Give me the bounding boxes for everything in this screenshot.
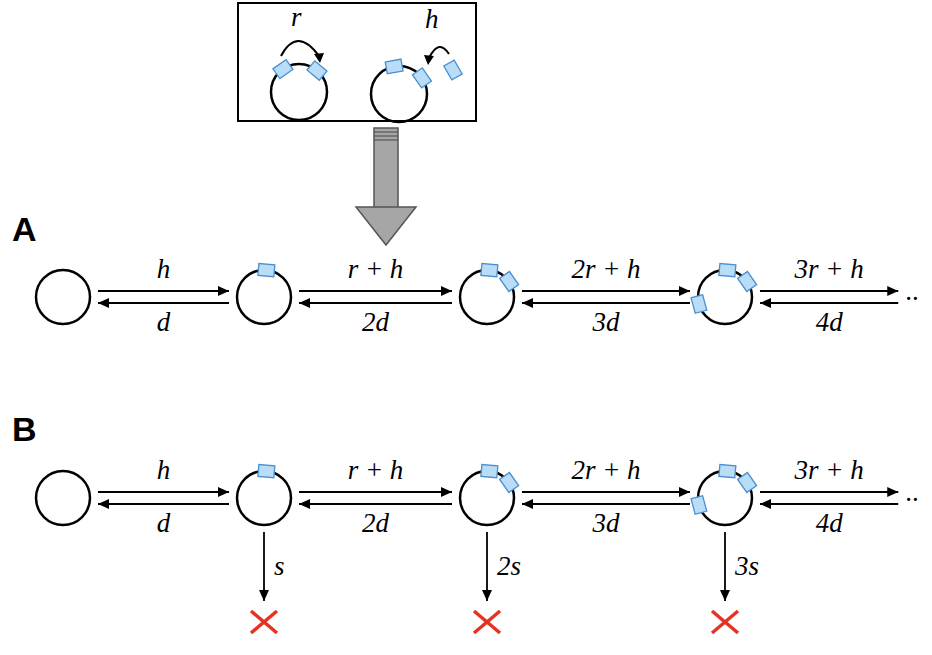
rate-label: 4d xyxy=(816,510,843,537)
transition-arrow xyxy=(299,290,452,292)
rate-label: 2d xyxy=(362,510,389,537)
ellipsis-text: .. xyxy=(905,479,919,506)
cell-circle-outline xyxy=(35,269,91,325)
transition-arrow xyxy=(522,302,690,304)
panel-letter: B xyxy=(12,412,37,446)
cell-state-circle xyxy=(697,269,753,325)
ellipsis-text: .. xyxy=(905,278,919,305)
removal-cross xyxy=(710,607,740,637)
rate-symbol: r xyxy=(291,4,302,31)
rate-label: 2d xyxy=(362,309,389,336)
cell-circle-outline xyxy=(459,470,515,526)
rate-label: s xyxy=(274,553,285,580)
rate-label: 3r + h xyxy=(795,457,864,484)
transition-arrow xyxy=(760,503,898,505)
red-cross xyxy=(710,607,740,637)
red-cross xyxy=(249,607,279,637)
rate-label: d xyxy=(157,309,171,336)
transition-arrow xyxy=(299,302,452,304)
mechanism-box: rh xyxy=(237,2,477,122)
panel-letter: A xyxy=(12,212,37,246)
rate-label: 3d xyxy=(593,309,620,336)
cell-state-circle xyxy=(459,269,515,325)
rate-label: 2r + h xyxy=(571,256,640,283)
rate-label: 3d xyxy=(593,510,620,537)
rate-label: 2r + h xyxy=(571,457,640,484)
continuation-dots: .. xyxy=(905,479,919,506)
red-cross xyxy=(472,607,502,637)
transition-arrow xyxy=(760,290,898,292)
continuation-dots: .. xyxy=(905,278,919,305)
transition-arrow xyxy=(522,503,690,505)
transition-arrow xyxy=(522,491,690,493)
transition-arrow xyxy=(98,302,229,304)
transition-arrow xyxy=(760,491,898,493)
rate-label: h xyxy=(157,256,171,283)
cell-state-circle xyxy=(459,470,515,526)
rate-label: r + h xyxy=(348,256,404,283)
transition-arrow xyxy=(98,290,229,292)
loss-arrow xyxy=(486,532,488,601)
transition-arrow xyxy=(98,503,229,505)
loss-arrow xyxy=(263,532,265,601)
rate-label: d xyxy=(157,510,171,537)
rate-label: 3s xyxy=(735,553,759,580)
rate-label: 4d xyxy=(816,309,843,336)
transition-arrow xyxy=(98,491,229,493)
rate-label: r + h xyxy=(348,457,404,484)
loss-arrow xyxy=(724,532,726,601)
transition-arrow xyxy=(760,302,898,304)
removal-cross xyxy=(249,607,279,637)
cell-circle-outline xyxy=(236,269,292,325)
cell-circle-outline xyxy=(697,470,753,526)
rate-label: 3r + h xyxy=(795,256,864,283)
cell-state-circle xyxy=(697,470,753,526)
transition-arrow xyxy=(299,503,452,505)
binding-illustration xyxy=(239,4,475,120)
cell-circle-outline xyxy=(697,269,753,325)
rate-symbol: h xyxy=(425,6,439,33)
rate-label: 2s xyxy=(497,553,521,580)
rate-label: h xyxy=(157,457,171,484)
cell-circle-outline xyxy=(35,470,91,526)
cell-state-circle xyxy=(236,269,292,325)
cell-state-circle xyxy=(236,470,292,526)
gray-down-arrow xyxy=(356,128,416,245)
cell-state-circle xyxy=(35,269,91,325)
cell-circle-outline xyxy=(236,470,292,526)
cell-state-circle xyxy=(35,470,91,526)
removal-cross xyxy=(472,607,502,637)
transition-arrow xyxy=(299,491,452,493)
transition-arrow xyxy=(522,290,690,292)
cell-circle-outline xyxy=(459,269,515,325)
